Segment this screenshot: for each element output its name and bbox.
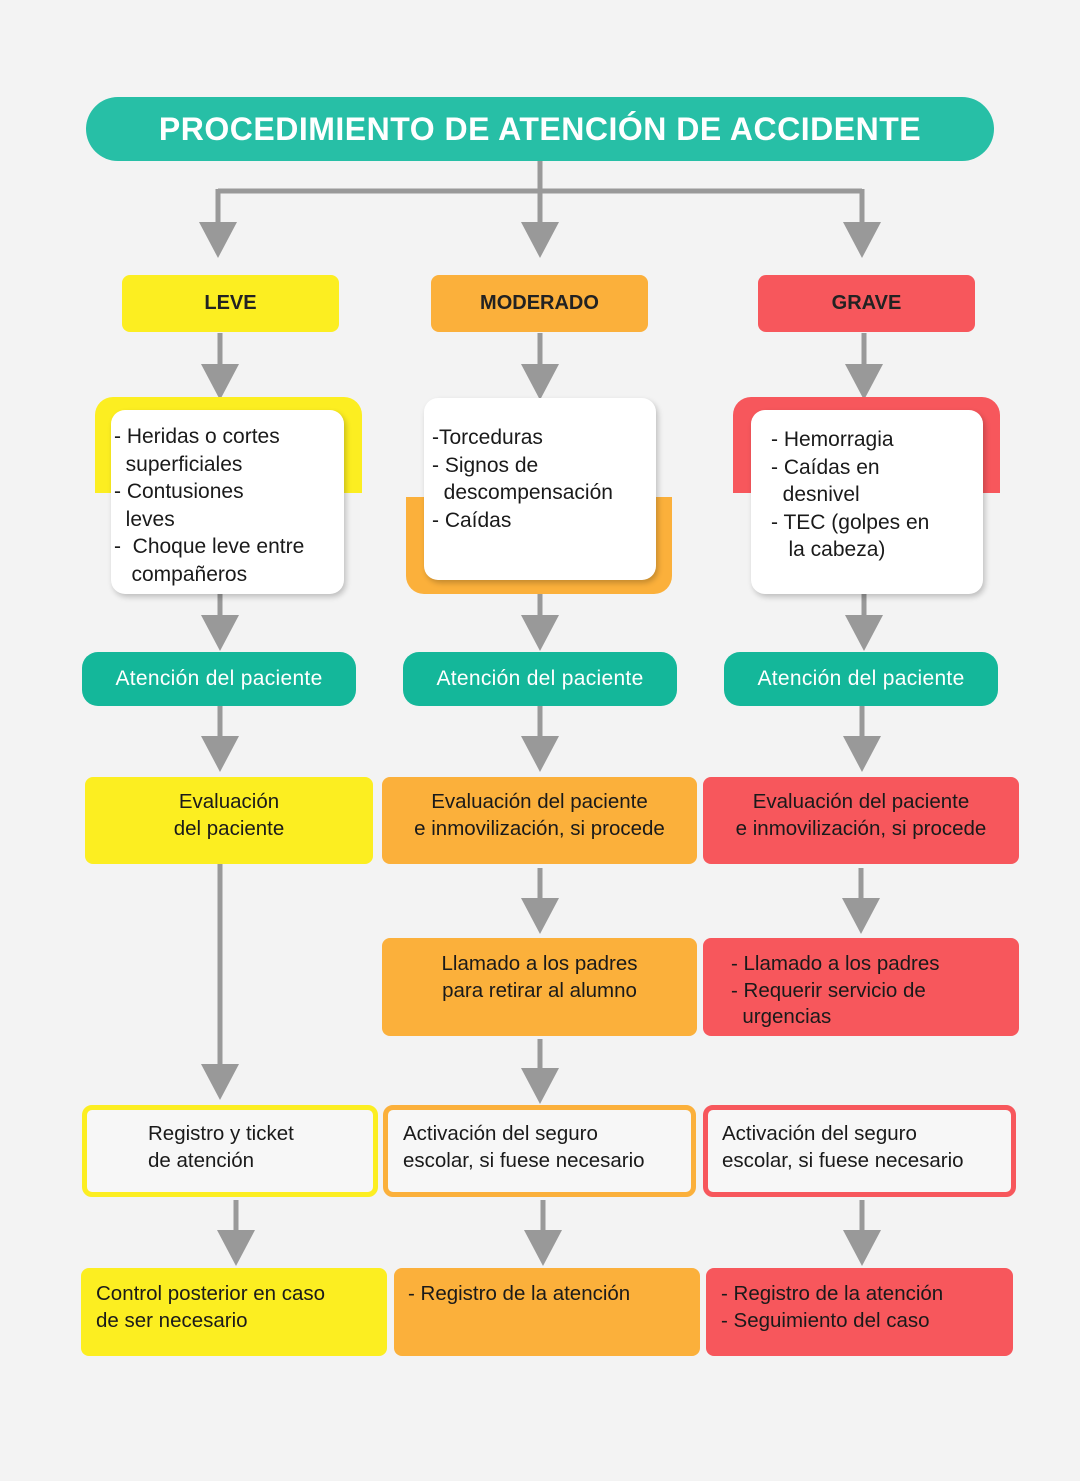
followup-grave: - Registro de la atención - Seguimiento …: [706, 1268, 1013, 1356]
symptom-line: - Contusiones: [114, 480, 244, 503]
followup-line: Control posterior en caso: [96, 1282, 326, 1305]
symptom-line: compañeros: [114, 562, 248, 586]
symptom-line: superficiales: [114, 452, 243, 476]
arrowhead: [521, 222, 559, 258]
symptom-line: -Torceduras: [432, 426, 543, 449]
symptom-line: - Heridas o cortes: [114, 425, 280, 448]
evaluation-grave: Evaluación del paciente e inmovilización…: [703, 777, 1019, 864]
attention-moderado: Atención del paciente: [403, 652, 677, 706]
category-leve: LEVE: [122, 275, 339, 332]
registration-line: Activación del seguro: [403, 1122, 598, 1145]
evaluation-line: Evaluación del paciente: [431, 790, 648, 813]
parent-call-moderado: Llamado a los padres para retirar al alu…: [382, 938, 697, 1036]
category-moderado: MODERADO: [431, 275, 648, 332]
registration-line: de atención: [148, 1148, 255, 1172]
evaluation-line: del paciente: [173, 816, 285, 840]
symptom-line: - Signos de: [432, 453, 539, 477]
arrowhead: [201, 1064, 239, 1100]
arrowhead: [521, 364, 559, 400]
arrowhead: [843, 1230, 881, 1266]
arrowhead: [845, 615, 883, 651]
arrowhead: [201, 615, 239, 651]
symptom-line: - TEC (golpes en: [771, 510, 930, 534]
attention-grave: Atención del paciente: [724, 652, 998, 706]
arrowhead: [845, 364, 883, 400]
registration-grave: Activación del seguro escolar, si fuese …: [703, 1105, 1016, 1197]
symptom-line: - Choque leve entre: [114, 535, 305, 558]
call-line: - Requerir servicio de: [731, 978, 926, 1002]
followup-moderado: - Registro de la atención: [394, 1268, 700, 1356]
followup-line: - Seguimiento del caso: [721, 1308, 930, 1332]
arrowhead: [843, 736, 881, 772]
arrowhead: [521, 898, 559, 934]
followup-line: - Registro de la atención: [408, 1282, 631, 1305]
registration-moderado: Activación del seguro escolar, si fuese …: [383, 1105, 696, 1197]
arrowhead: [521, 1068, 559, 1104]
evaluation-line: Evaluación: [178, 790, 280, 813]
symptom-line: desnivel: [771, 483, 860, 506]
arrowhead: [524, 1230, 562, 1266]
followup-line: - Registro de la atención: [721, 1282, 944, 1305]
page-title: PROCEDIMIENTO DE ATENCIÓN DE ACCIDENTE: [86, 97, 994, 161]
call-line: urgencias: [731, 1005, 832, 1028]
symptom-line: - Caídas: [432, 508, 512, 532]
symptom-line: la cabeza): [771, 538, 886, 561]
registration-line: escolar, si fuese necesario: [722, 1148, 964, 1172]
call-line: Llamado a los padres: [441, 952, 638, 975]
symptom-line: - Caídas en: [771, 455, 880, 479]
arrowhead: [201, 736, 239, 772]
followup-line: de ser necesario: [96, 1308, 248, 1332]
arrowhead: [521, 615, 559, 651]
category-grave: GRAVE: [758, 275, 975, 332]
arrowhead: [521, 736, 559, 772]
arrowhead: [201, 364, 239, 400]
arrowhead: [199, 222, 237, 258]
symptom-line: leves: [114, 507, 175, 531]
arrowhead: [217, 1230, 255, 1266]
attention-leve: Atención del paciente: [82, 652, 356, 706]
arrowhead: [842, 898, 880, 934]
registration-line: Registro y ticket: [148, 1122, 294, 1145]
registration-line: escolar, si fuese necesario: [403, 1148, 645, 1172]
evaluation-leve: Evaluación del paciente: [85, 777, 373, 864]
symptom-line: - Hemorragia: [771, 428, 894, 451]
evaluation-moderado: Evaluación del paciente e inmovilización…: [382, 777, 697, 864]
call-line: para retirar al alumno: [442, 978, 637, 1002]
evaluation-line: e inmovilización, si procede: [735, 816, 987, 840]
symptoms-grave: - Hemorragia - Caídas en desnivel - TEC …: [751, 410, 983, 594]
parent-call-grave: - Llamado a los padres - Requerir servic…: [703, 938, 1019, 1036]
evaluation-line: e inmovilización, si procede: [414, 816, 665, 840]
call-line: - Llamado a los padres: [731, 952, 940, 975]
symptom-line: descompensación: [432, 481, 613, 504]
symptoms-moderado: -Torceduras - Signos de descompensación …: [424, 398, 656, 580]
arrowhead: [843, 222, 881, 258]
followup-leve: Control posterior en caso de ser necesar…: [81, 1268, 387, 1356]
registration-leve: Registro y ticket de atención: [82, 1105, 378, 1197]
symptoms-leve: - Heridas o cortes superficiales - Contu…: [111, 410, 344, 594]
evaluation-line: Evaluación del paciente: [752, 790, 970, 813]
registration-line: Activación del seguro: [722, 1122, 917, 1145]
